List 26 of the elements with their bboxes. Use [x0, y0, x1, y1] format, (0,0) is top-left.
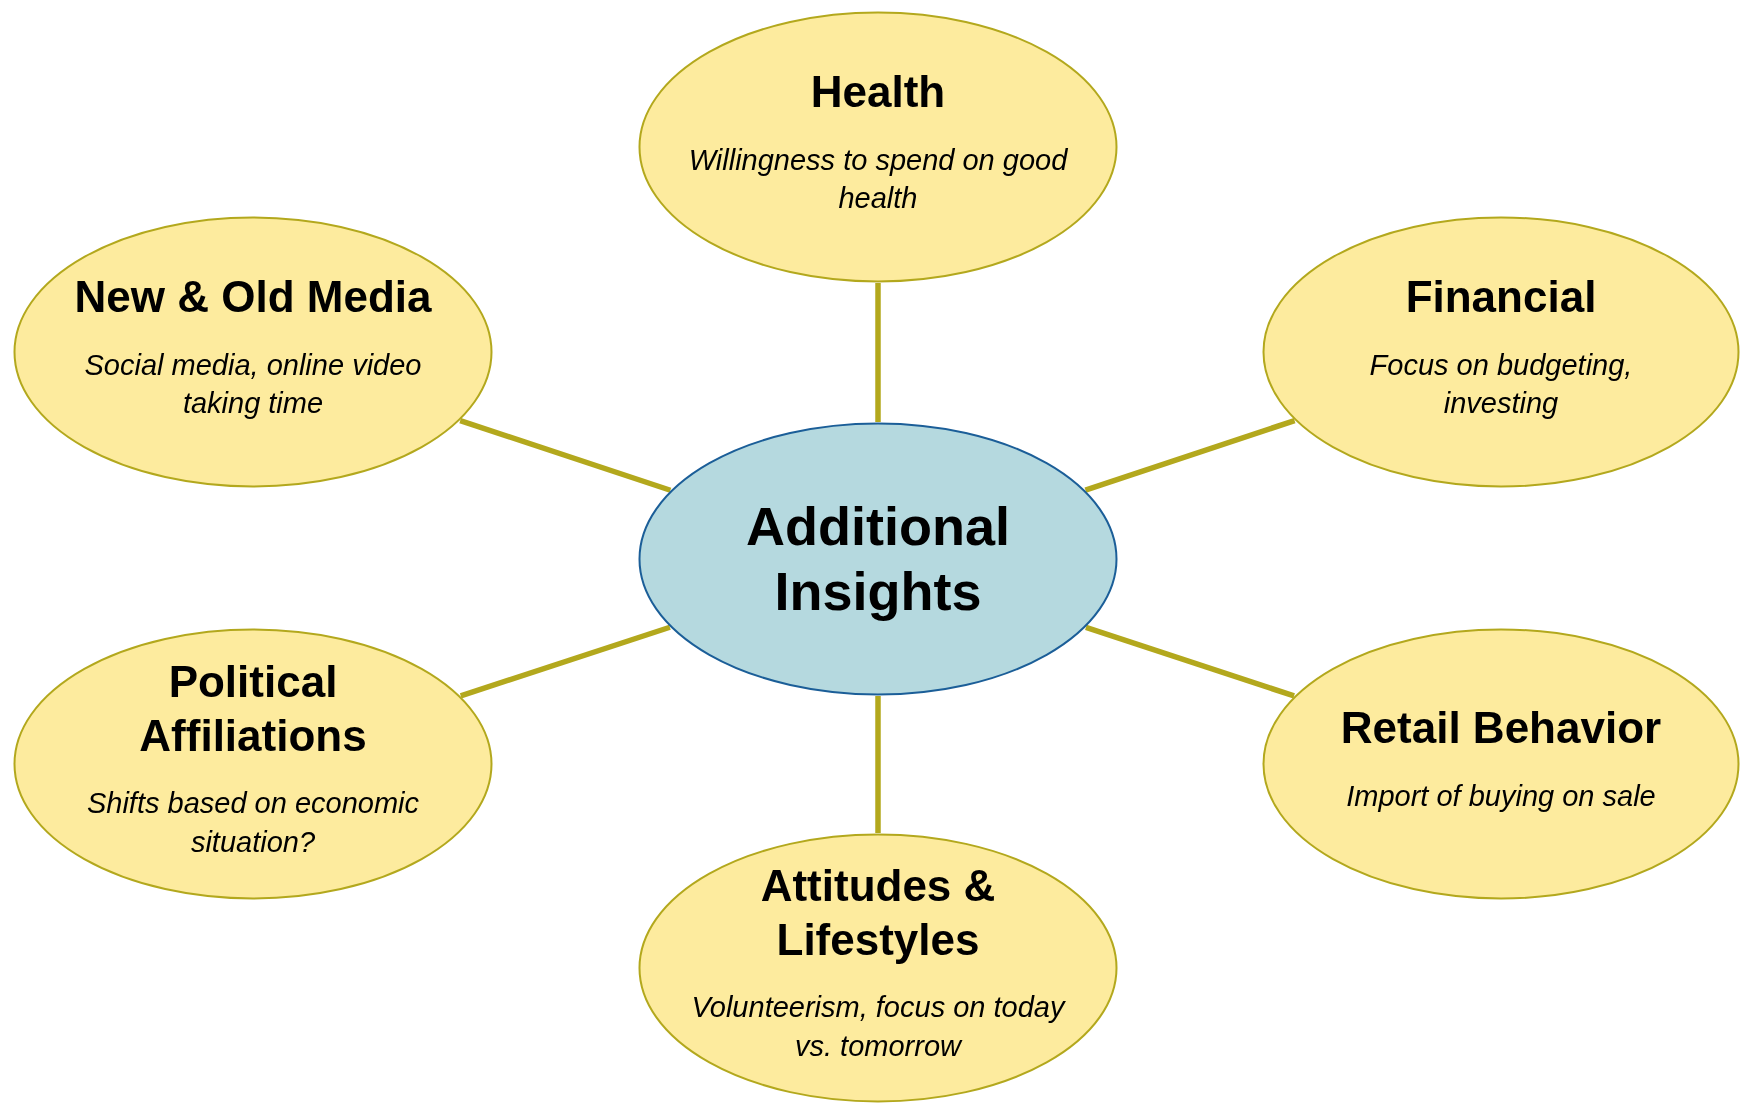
topic-ellipse [1262, 216, 1740, 488]
topic-ellipse [13, 216, 493, 488]
central-ellipse [638, 422, 1118, 696]
connector-line [1084, 417, 1296, 493]
topic-description: Social media, online video taking time [83, 347, 423, 421]
topic-ellipse [638, 833, 1118, 1103]
connector-line [875, 283, 881, 422]
topic-title: Financial [1405, 270, 1597, 323]
connector-line [459, 624, 671, 699]
topic-title: Retail Behavior [1340, 702, 1662, 755]
topic-ellipse [1262, 628, 1740, 900]
topic-description: Volunteerism, focus on today vs. tomorrow [690, 990, 1067, 1064]
topic-description: Focus on budgeting, investing [1368, 347, 1634, 421]
topic-title: Additional Insights [745, 495, 1011, 623]
connector-line [459, 418, 672, 493]
topic-description: Import of buying on sale [1346, 778, 1656, 814]
topic-description: Shifts based on economic situation? [85, 786, 421, 860]
topic-ellipse [13, 628, 493, 900]
topic-title: Attitudes & Lifestyles [759, 860, 997, 966]
topic-title: New & Old Media [74, 270, 432, 323]
connector-line [1085, 624, 1295, 699]
topic-description: Willingness to spend on good health [688, 142, 1068, 216]
topic-title: Political Affiliations [138, 656, 368, 762]
topic-ellipse [638, 11, 1118, 283]
connector-line [875, 696, 881, 833]
topic-title: Health [810, 65, 946, 118]
